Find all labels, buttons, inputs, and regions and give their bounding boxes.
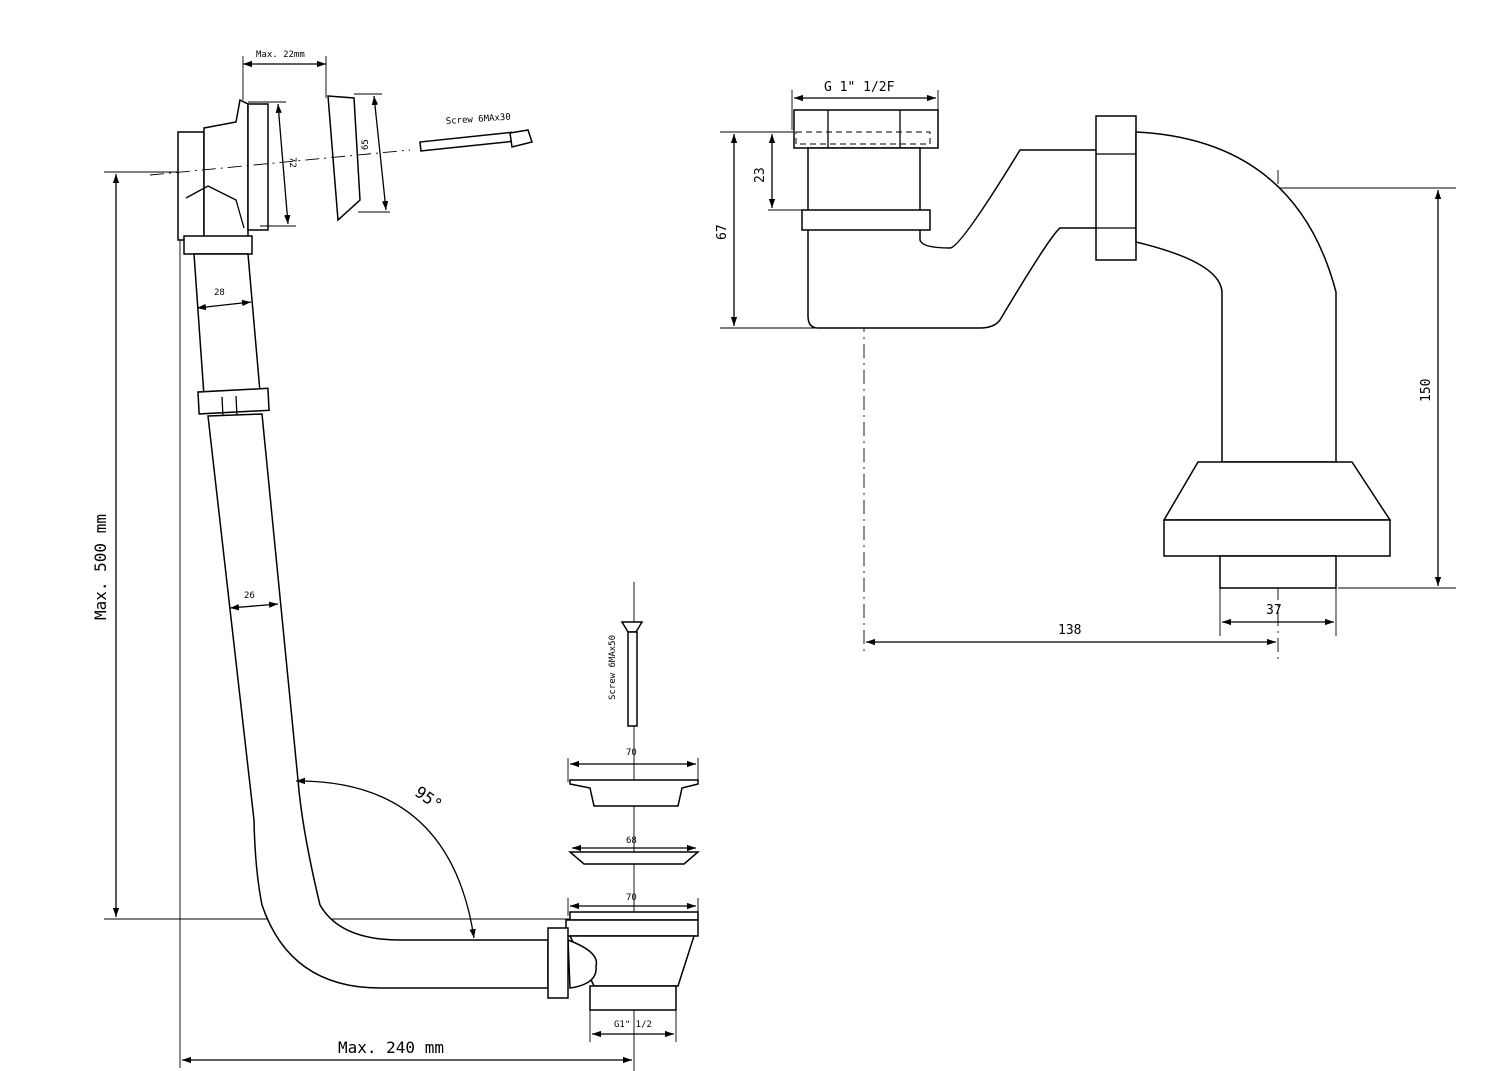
strainer-cap xyxy=(569,779,699,807)
gasket xyxy=(567,851,701,865)
dim-65-label: 65 xyxy=(361,139,371,150)
thread-label-right: G 1" 1/2F xyxy=(824,80,895,95)
screw-bottom-label: Screw 6MAx50 xyxy=(608,635,618,700)
max-height-label: Max. 500 mm xyxy=(91,514,110,620)
top-screw xyxy=(419,129,533,152)
left-view: Max. 22mm 72 65 Screw 6MAx30 28 26 95° xyxy=(91,50,701,1071)
bottom-screw xyxy=(620,621,644,727)
overflow-head xyxy=(177,98,269,255)
screw-top-label: Screw 6MAx30 xyxy=(446,112,512,127)
max-width-label: Max. 240 mm xyxy=(338,1038,444,1057)
thread-label-left: G1" 1/2 xyxy=(614,1020,652,1030)
threaded-nut xyxy=(793,109,939,149)
angle-label: 95° xyxy=(411,782,446,814)
dim-28-label: 28 xyxy=(214,288,225,298)
max-depth-label: Max. 22mm xyxy=(256,50,305,60)
elbow-nut xyxy=(1095,115,1137,261)
dim-150-label: 150 xyxy=(1419,379,1434,402)
dim-26-label: 26 xyxy=(244,591,255,601)
floor-flange xyxy=(1162,461,1392,589)
siphon-body xyxy=(807,147,1099,329)
dim-68-label: 68 xyxy=(626,836,637,846)
overflow-cover xyxy=(327,95,361,222)
dim-72-label: 72 xyxy=(287,157,297,168)
upper-tube xyxy=(193,253,270,418)
right-view: G 1" 1/2F 23 67 150 37 138 xyxy=(715,80,1456,660)
dim-70-bottom-label: 70 xyxy=(626,893,637,903)
dim-23-label: 23 xyxy=(753,167,768,183)
dim-70-top-label: 70 xyxy=(626,748,637,758)
dim-67-label: 67 xyxy=(715,224,730,240)
dim-138-label: 138 xyxy=(1058,623,1081,638)
lower-tube xyxy=(207,413,549,989)
elbow-pipe xyxy=(1135,131,1337,463)
dim-37-label: 37 xyxy=(1266,603,1282,618)
drain-body xyxy=(547,911,699,1011)
